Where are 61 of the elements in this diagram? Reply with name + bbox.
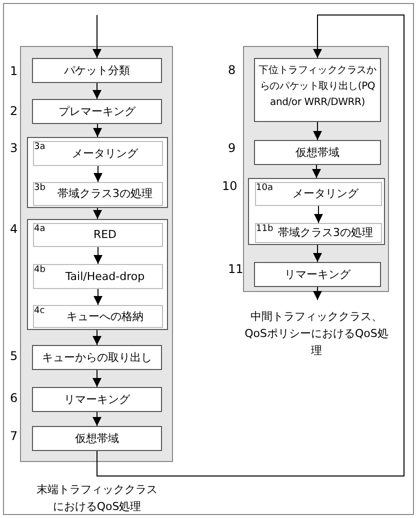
process-box: リマーキング — [254, 262, 381, 287]
arrow — [93, 124, 102, 138]
step-number: 6 — [10, 391, 18, 405]
substep-number: 4c — [34, 306, 45, 316]
process-box: 仮想帯域 — [254, 140, 381, 165]
step-number: 10 — [222, 179, 238, 193]
substep-number: 4b — [34, 265, 46, 275]
arrow — [92, 82, 102, 100]
step-number: 4 — [10, 222, 18, 236]
process-box: リマーキング — [32, 387, 162, 412]
panel-caption: 中間トラフィッククラス、QoSポリシーにおけるQoS処理 — [244, 309, 389, 359]
step-number: 7 — [10, 429, 18, 443]
box-label: メータリング — [72, 146, 138, 162]
process-box: 仮想帯域 — [32, 426, 162, 451]
panel-caption: 末端トラフィッククラスにおけるQoS処理 — [36, 482, 158, 515]
group-box — [27, 219, 168, 330]
step-number: 11 — [228, 262, 244, 276]
process-box — [33, 141, 163, 166]
step-number: 8 — [228, 63, 236, 77]
substep-number: 10a — [256, 183, 273, 193]
arrow — [94, 166, 102, 182]
substep-number: 11b — [256, 224, 274, 234]
step-number: 2 — [10, 104, 18, 118]
arrow — [92, 412, 102, 426]
box-label: 帯域クラス3の処理 — [58, 186, 152, 202]
arrow — [92, 14, 102, 58]
process-box: プレマーキング — [32, 99, 162, 124]
process-box: パケット分類 — [32, 58, 162, 83]
arrow — [96, 14, 404, 476]
arrow — [94, 288, 102, 306]
box-label: Tail/Head-drop — [65, 268, 145, 284]
process-box — [255, 182, 382, 206]
arrow — [313, 122, 322, 140]
process-box: 下位トラフィッククラスからのパケット取り出し(PQ and/or WRR/DWRR) — [254, 58, 381, 122]
process-box: キューからの取り出し — [32, 345, 162, 370]
arrow — [92, 330, 102, 346]
arrow — [313, 244, 322, 262]
arrow — [93, 208, 102, 220]
group-box — [27, 137, 168, 208]
box-label: 帯域クラス3の処理 — [278, 225, 373, 241]
substep-number: 3a — [34, 142, 46, 152]
arrow — [94, 246, 102, 264]
process-box — [33, 305, 163, 328]
arrow — [312, 164, 321, 178]
arrow — [313, 286, 322, 300]
box-label: キューへの格納 — [66, 308, 144, 324]
substep-number: 4a — [34, 224, 46, 234]
step-number: 3 — [10, 141, 18, 155]
group-box — [248, 178, 385, 245]
arrow — [314, 206, 323, 224]
step-number: 1 — [10, 64, 18, 78]
process-box — [33, 264, 163, 289]
step-number: 9 — [228, 141, 236, 155]
process-box — [33, 182, 163, 206]
box-label: メータリング — [292, 186, 358, 202]
step-number: 5 — [10, 349, 18, 363]
process-box — [255, 223, 382, 243]
box-label: RED — [93, 227, 117, 243]
substep-number: 3b — [34, 183, 46, 193]
arrow — [92, 370, 102, 388]
process-box — [33, 223, 163, 247]
